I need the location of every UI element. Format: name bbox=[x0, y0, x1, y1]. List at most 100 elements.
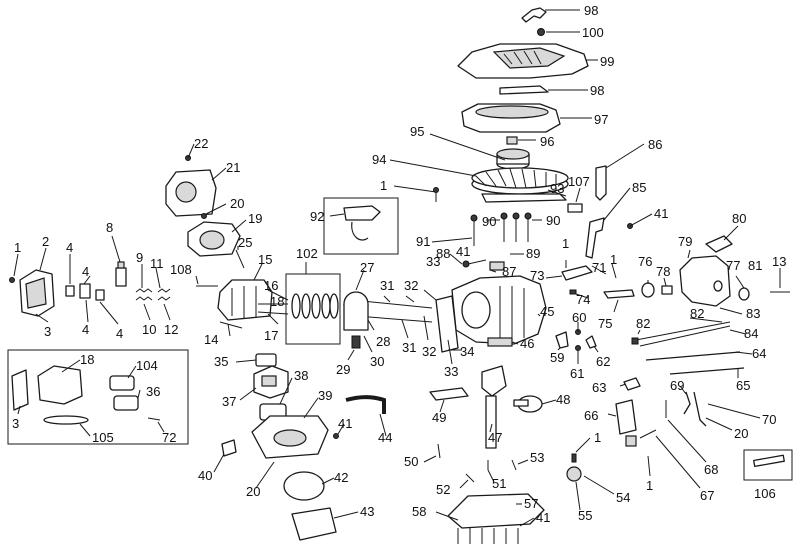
callout-35: 35 bbox=[214, 354, 228, 369]
callout-22: 22 bbox=[194, 136, 208, 151]
o-ring-105 bbox=[43, 415, 89, 425]
gasket-36 bbox=[113, 395, 139, 411]
callout-71: 71 bbox=[592, 260, 606, 275]
blower-housing bbox=[461, 103, 561, 133]
flywheel-key-plate bbox=[481, 193, 567, 203]
tube-106 bbox=[753, 454, 785, 468]
callout-70: 70 bbox=[762, 412, 776, 427]
callout-4: 4 bbox=[66, 240, 73, 255]
cylinder-block bbox=[451, 275, 547, 345]
callout-107: 107 bbox=[568, 174, 590, 189]
callout-18: 18 bbox=[80, 352, 94, 367]
bolt-14 bbox=[219, 321, 243, 329]
callout-88: 88 bbox=[436, 246, 450, 261]
part-72 bbox=[147, 417, 161, 421]
flywheel-nut bbox=[506, 136, 518, 145]
fuel-tank bbox=[679, 255, 731, 307]
callout-48: 48 bbox=[556, 392, 570, 407]
callout-28: 28 bbox=[376, 334, 390, 349]
callout-44: 44 bbox=[378, 430, 392, 445]
callout-21: 21 bbox=[226, 160, 240, 175]
spark-plug bbox=[115, 261, 127, 287]
callout-38: 38 bbox=[294, 368, 308, 383]
callout-20: 20 bbox=[246, 484, 260, 499]
callout-96: 96 bbox=[540, 134, 554, 149]
starter-cup bbox=[496, 148, 530, 170]
callout-62: 62 bbox=[596, 354, 610, 369]
piston bbox=[343, 291, 369, 331]
parts-layer bbox=[7, 7, 793, 544]
callout-11: 11 bbox=[150, 256, 164, 271]
screw-41 bbox=[333, 433, 339, 439]
muffler bbox=[187, 221, 241, 257]
callout-1: 1 bbox=[610, 252, 617, 267]
governor-rod-64 bbox=[645, 351, 741, 361]
callout-108: 108 bbox=[170, 262, 192, 277]
gasket-3 bbox=[11, 369, 29, 411]
spacer-78 bbox=[661, 285, 673, 295]
callout-90: 90 bbox=[546, 213, 560, 228]
callout-53: 53 bbox=[530, 450, 544, 465]
starter-rope-guide bbox=[499, 85, 549, 95]
callout-65: 65 bbox=[736, 378, 750, 393]
leader-lines bbox=[13, 9, 781, 527]
callout-92: 92 bbox=[310, 209, 324, 224]
ignition-box bbox=[323, 197, 399, 255]
callout-72: 72 bbox=[162, 430, 176, 445]
callout-58: 58 bbox=[412, 504, 426, 519]
washer-76 bbox=[641, 282, 655, 298]
pin-52 bbox=[465, 473, 475, 483]
callout-1: 1 bbox=[14, 240, 21, 255]
carburetor bbox=[253, 365, 289, 399]
screw-1 bbox=[571, 453, 577, 463]
air-filter-42 bbox=[283, 471, 325, 501]
callout-83: 83 bbox=[746, 306, 760, 321]
callout-3: 3 bbox=[12, 416, 19, 431]
valve-17 bbox=[257, 311, 289, 315]
callout-9: 9 bbox=[136, 250, 143, 265]
callout-39: 39 bbox=[318, 388, 332, 403]
callout-31: 31 bbox=[380, 278, 394, 293]
callout-12: 12 bbox=[164, 322, 178, 337]
piston-rings-box bbox=[285, 273, 341, 345]
callout-87: 87 bbox=[502, 264, 516, 279]
callout-75: 75 bbox=[598, 316, 612, 331]
callouts: 98 100 99 98 97 95 96 86 94 1 93 107 85 … bbox=[12, 3, 786, 525]
callout-94: 94 bbox=[372, 152, 386, 167]
part-59 bbox=[555, 331, 569, 349]
callout-45: 45 bbox=[540, 304, 554, 319]
callout-29: 29 bbox=[336, 362, 350, 377]
piston-rings bbox=[291, 293, 339, 319]
part-89 bbox=[489, 261, 505, 271]
callout-100: 100 bbox=[582, 25, 604, 40]
blower-cover-top bbox=[457, 43, 589, 79]
governor-gear bbox=[566, 466, 582, 482]
callout-20: 20 bbox=[230, 196, 244, 211]
callout-33: 33 bbox=[426, 254, 440, 269]
callout-64: 64 bbox=[752, 346, 766, 361]
washer-61 bbox=[575, 345, 581, 351]
callout-36: 36 bbox=[146, 384, 160, 399]
gasket-34 bbox=[435, 295, 459, 353]
callout-89: 89 bbox=[526, 246, 540, 261]
part-62 bbox=[585, 335, 597, 349]
callout-91: 91 bbox=[416, 234, 430, 249]
callout-57: 57 bbox=[524, 496, 538, 511]
part-63 bbox=[623, 377, 641, 391]
callout-41: 41 bbox=[456, 244, 470, 259]
callout-77: 77 bbox=[726, 258, 740, 273]
washer-81 bbox=[738, 287, 750, 301]
callout-76: 76 bbox=[638, 254, 652, 269]
callout-1: 1 bbox=[380, 178, 387, 193]
valve-springs bbox=[135, 288, 171, 301]
callout-52: 52 bbox=[436, 482, 450, 497]
callout-50: 50 bbox=[404, 454, 418, 469]
bracket-71 bbox=[561, 265, 593, 281]
callout-4: 4 bbox=[82, 264, 89, 279]
callout-68: 68 bbox=[704, 462, 718, 477]
callout-18: 18 bbox=[270, 294, 284, 309]
callout-1: 1 bbox=[646, 478, 653, 493]
callout-17: 17 bbox=[264, 328, 278, 343]
governor-spring-65 bbox=[669, 367, 745, 375]
callout-34: 34 bbox=[460, 344, 474, 359]
